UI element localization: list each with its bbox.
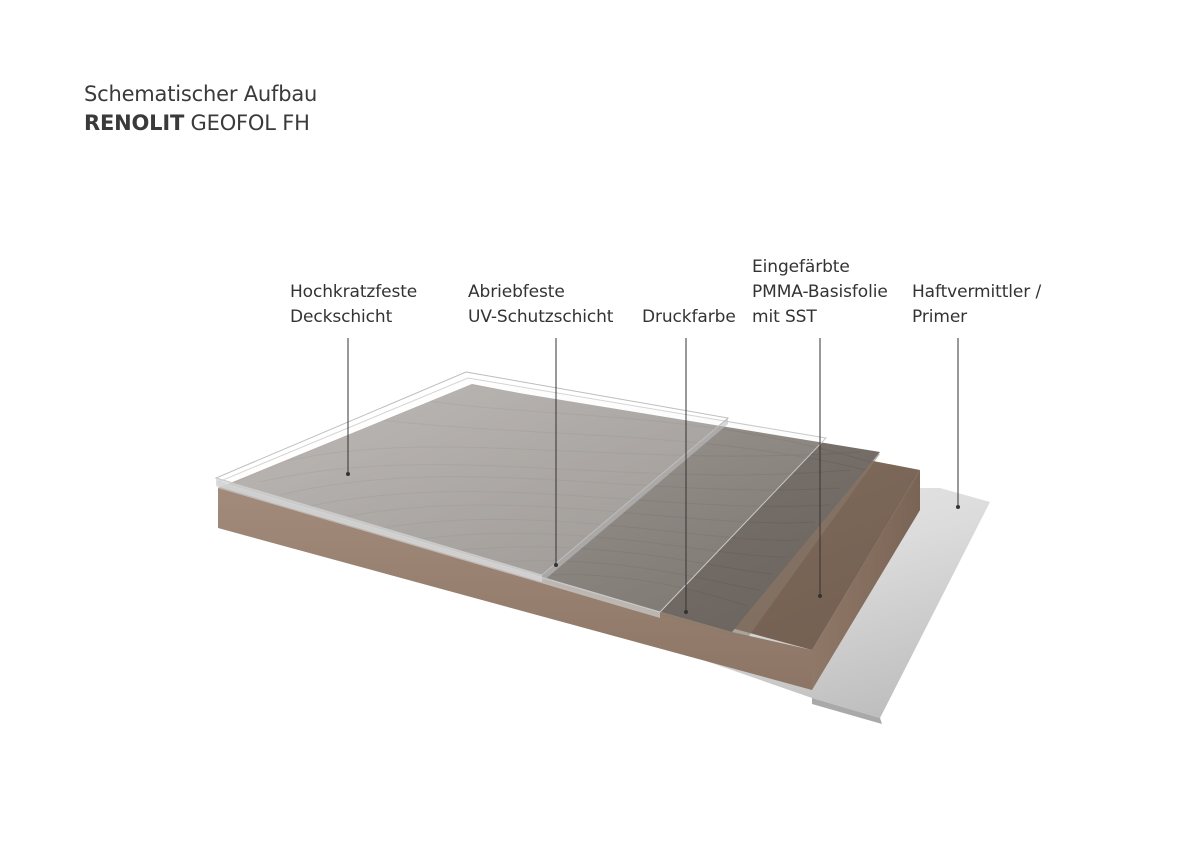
label-uv-layer-line-1: Abriebfeste <box>468 282 565 302</box>
top-coat-edge <box>216 478 542 582</box>
brand-name: RENOLIT <box>84 111 185 135</box>
product-name: GEOFOL FH <box>190 111 310 135</box>
label-uv-layer-line-2: UV-Schutzschicht <box>468 307 614 327</box>
leader-dot-primer <box>956 505 960 509</box>
leader-lines <box>347 338 959 610</box>
label-uv-layer: Abriebfeste UV-Schutzschicht <box>468 280 613 330</box>
substrate-right-side <box>812 470 920 690</box>
label-print-ink: Druckfarbe <box>642 305 736 330</box>
label-primer-line-2: Primer <box>912 307 968 327</box>
top-coat-right-edge <box>542 418 728 582</box>
title-line-2: RENOLIT GEOFOL FH <box>84 109 317 138</box>
substrate-front-side <box>218 488 812 690</box>
title-line-1: Schematischer Aufbau <box>84 82 318 106</box>
primer-edge <box>812 698 882 724</box>
leader-dot-deck <box>346 472 350 476</box>
label-top-coat-line-2: Deckschicht <box>290 307 393 327</box>
label-pmma-line-3: mit SST <box>752 307 817 327</box>
label-pmma-line-1: Eingefärbte <box>752 257 850 277</box>
label-top-coat: Hochkratzfeste Deckschicht <box>290 280 417 330</box>
label-primer: Haftvermittler / Primer <box>912 280 1041 330</box>
leader-dot-druck <box>684 610 688 614</box>
diagram-title: Schematischer Aufbau RENOLIT GEOFOL FH <box>84 80 317 138</box>
label-pmma-base-film: Eingefärbte PMMA-Basisfolie mit SST <box>752 255 888 330</box>
label-primer-line-1: Haftvermittler / <box>912 282 1042 302</box>
label-print-ink-line-1: Druckfarbe <box>642 307 736 327</box>
label-pmma-line-2: PMMA-Basisfolie <box>752 282 888 302</box>
leader-dots <box>346 472 960 614</box>
label-top-coat-line-1: Hochkratzfeste <box>290 282 418 302</box>
leader-dot-pmma <box>818 594 822 598</box>
leader-dot-uv <box>554 563 558 567</box>
